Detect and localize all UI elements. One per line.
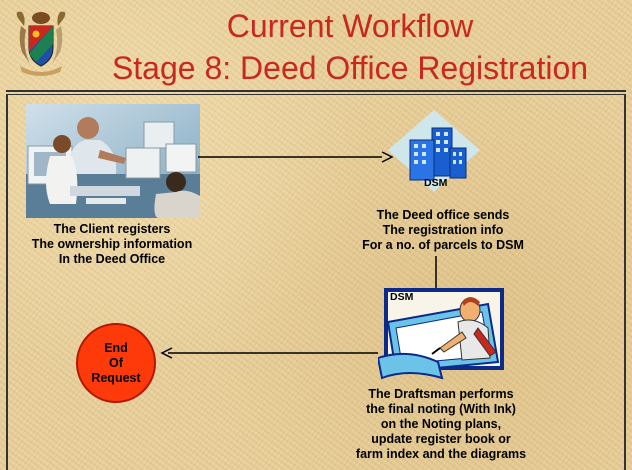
- draftsman-step-label: The Draftsman performs the final noting …: [355, 387, 527, 461]
- coat-of-arms-icon: [16, 11, 66, 76]
- right-border: [624, 94, 626, 470]
- left-border: [6, 94, 8, 470]
- arrow-client-to-deed-office: [198, 151, 394, 163]
- office-people-computers-image: [26, 104, 200, 218]
- deed-office-dsm-tag: DSM: [424, 177, 448, 189]
- arrow-draftsman-to-end: [160, 347, 378, 359]
- top-divider: [6, 90, 626, 92]
- client-step-label: The Client registers The ownership infor…: [31, 222, 193, 266]
- slide-title-line2: Stage 8: Deed Office Registration: [111, 50, 589, 86]
- draftsman-drawing-icon: [378, 288, 504, 380]
- draftsman-dsm-tag: DSM: [390, 291, 414, 303]
- top-divider-inner: [6, 94, 626, 95]
- end-of-request-node: End Of Request: [76, 323, 156, 403]
- slide-title-line1: Current Workflow: [226, 8, 474, 44]
- office-building-icon: [388, 110, 480, 192]
- end-of-request-label: End Of Request: [91, 340, 141, 385]
- deed-office-step-label: The Deed office sends The registration i…: [362, 208, 524, 252]
